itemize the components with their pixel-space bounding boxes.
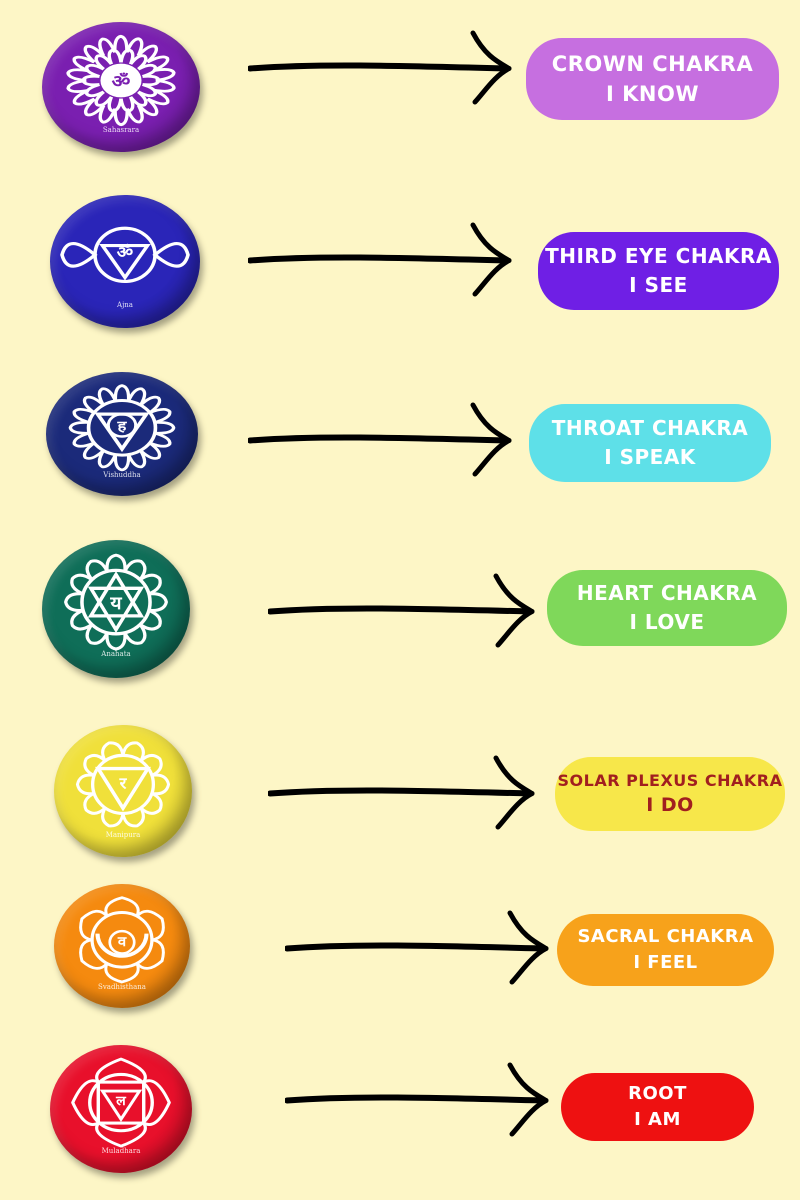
arrow-right-icon: [248, 222, 512, 297]
chakra-disc: य Anahata: [42, 540, 190, 678]
disc-label: Sahasrara: [102, 126, 140, 134]
svg-text:र: र: [119, 774, 128, 793]
chakra-name: HEART CHAKRA: [576, 581, 758, 605]
svg-text:व: व: [117, 935, 127, 950]
square-lotus-icon: ल: [71, 1057, 171, 1148]
svg-text:ॐ: ॐ: [112, 72, 131, 92]
chakra-name: THIRD EYE CHAKRA: [545, 244, 772, 268]
chakra-name: CROWN CHAKRA: [551, 51, 754, 76]
chakra-label-pill: HEART CHAKRA I LOVE: [547, 570, 787, 646]
chakra-affirmation: I LOVE: [629, 610, 705, 634]
disc-label: Anahata: [101, 650, 131, 658]
chakra-label-pill: THIRD EYE CHAKRA I SEE: [538, 232, 779, 310]
svg-text:ल: ल: [115, 1094, 127, 1109]
two-petal-lotus-icon: ॐ: [60, 226, 190, 284]
disc-label: Vishuddha: [103, 471, 141, 479]
arrow-right-icon: [285, 910, 549, 985]
chakra-disc: ॐ Sahasrara: [42, 22, 200, 152]
arrow-right-icon: [268, 755, 535, 830]
chakra-name: ROOT: [628, 1082, 687, 1104]
disc-label: Svadhisthana: [98, 983, 146, 991]
chakra-label-pill: CROWN CHAKRA I KNOW: [526, 38, 779, 120]
chakra-disc: व Svadhisthana: [54, 884, 190, 1008]
chakra-label-pill: THROAT CHAKRA I SPEAK: [529, 404, 771, 482]
svg-text:य: य: [109, 594, 122, 614]
chakra-name: SOLAR PLEXUS CHAKRA: [557, 770, 783, 790]
chakra-affirmation: I KNOW: [606, 82, 699, 106]
chakra-disc: ॐ Ajna: [50, 195, 200, 328]
chakra-affirmation: I AM: [634, 1109, 681, 1130]
chakra-disc: र Manipura: [54, 725, 192, 857]
chakra-label-pill: SOLAR PLEXUS CHAKRA I DO: [555, 757, 785, 831]
chakra-label-pill: ROOT I AM: [561, 1073, 754, 1141]
hexagram-lotus-icon: य: [64, 553, 168, 651]
arrow-right-icon: [248, 402, 512, 477]
chakra-affirmation: I DO: [646, 793, 694, 816]
arrow-right-icon: [268, 573, 535, 648]
crescent-lotus-icon: व: [79, 896, 165, 984]
chakra-disc: ल Muladhara: [50, 1045, 192, 1173]
chakra-label-pill: SACRAL CHAKRA I FEEL: [557, 914, 774, 986]
chakra-name: THROAT CHAKRA: [551, 416, 749, 440]
chakra-affirmation: I SEE: [629, 273, 688, 297]
disc-label: Ajna: [117, 301, 133, 309]
triangle-lotus-icon: र: [75, 741, 171, 828]
chakra-affirmation: I SPEAK: [604, 445, 696, 469]
arrow-right-icon: [285, 1062, 549, 1137]
svg-text:ह: ह: [116, 418, 127, 434]
disc-label: Muladhara: [101, 1147, 141, 1155]
chakra-affirmation: I FEEL: [633, 952, 698, 973]
chakra-disc: ह Vishuddha: [46, 372, 198, 496]
chakra-name: SACRAL CHAKRA: [577, 925, 754, 947]
sixteen-petal-lotus-icon: ह: [68, 384, 176, 472]
disc-label: Manipura: [105, 831, 141, 839]
thousand-petal-lotus-icon: ॐ: [66, 34, 176, 127]
svg-text:ॐ: ॐ: [117, 243, 134, 262]
arrow-right-icon: [248, 30, 512, 105]
